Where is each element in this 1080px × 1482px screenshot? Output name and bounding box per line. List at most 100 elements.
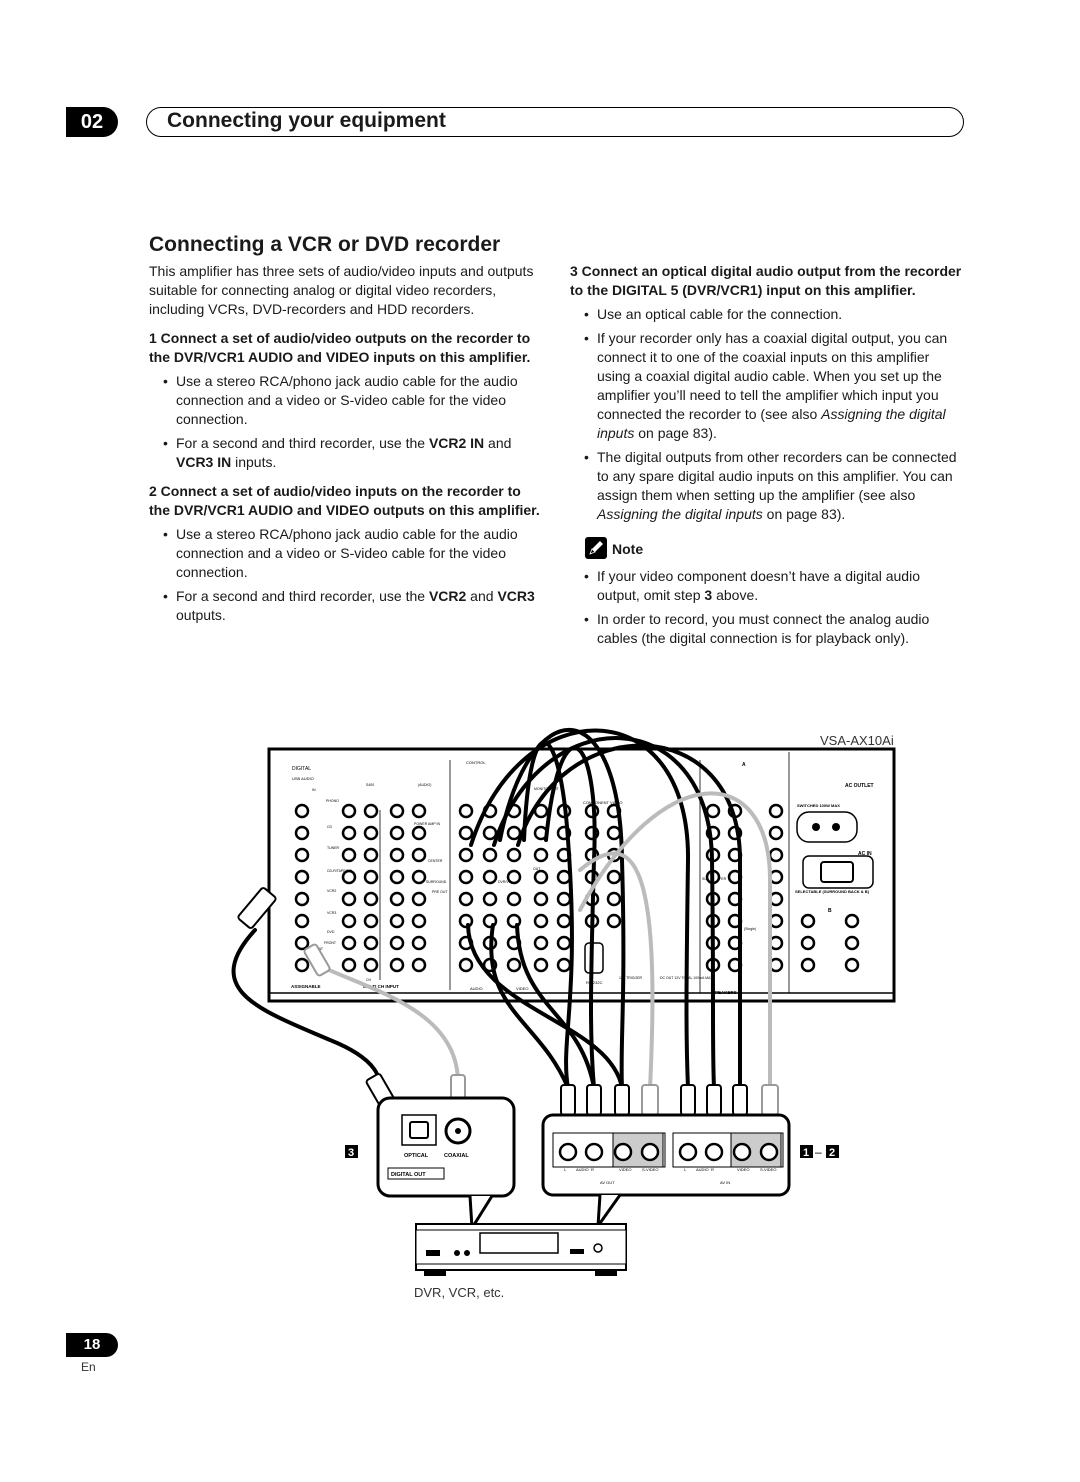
note-bullet-1: If your video component doesn’t have a d…: [570, 567, 962, 605]
panel-label-surround: SURROUND: [426, 880, 447, 884]
rca-jack: [458, 891, 474, 907]
rca-jack: [363, 913, 379, 929]
device-label: DVR, VCR, etc.: [414, 1285, 505, 1300]
rca-jack: [556, 869, 572, 885]
panel-label-s400: S400: [366, 783, 374, 787]
rca-jack: [389, 913, 405, 929]
rca-jack: [506, 957, 522, 973]
rca-jack: [341, 869, 357, 885]
rca-jack: [363, 803, 379, 819]
rca-jack: [768, 913, 784, 929]
rca-jack: [294, 847, 310, 863]
step-3-bullet-1: Use an optical cable for the connection.: [570, 305, 962, 324]
panel-label-poweramp: POWER AMP IN: [414, 822, 440, 826]
rca-jack: [506, 935, 522, 951]
av-io-box: L AUDIO R VIDEO S-VIDEO L AUDIO R VIDEO …: [541, 1113, 791, 1232]
rca-jack: [768, 935, 784, 951]
rca-jack: [389, 891, 405, 907]
rca-jack: [705, 803, 721, 819]
rca-jack: [411, 825, 427, 841]
rca-jack: [458, 825, 474, 841]
panel-label-cd: CD: [327, 825, 333, 829]
rca-jack: [341, 935, 357, 951]
rca-jack: [727, 803, 743, 819]
panel-label-control: CONTROL: [466, 760, 486, 765]
rca-jack: [294, 957, 310, 973]
rca-jack: [294, 913, 310, 929]
panel-label-in: IN: [312, 788, 316, 792]
panel-label-single: (Single): [744, 927, 756, 931]
rca-jack: [363, 869, 379, 885]
panel-label-multich: MULTI CH INPUT: [363, 984, 399, 989]
rca-jack: [411, 803, 427, 819]
rca-jack: [458, 935, 474, 951]
panel-label-cdr: CD-R/TAPE/MD: [327, 869, 352, 873]
rca-jack: [705, 913, 721, 929]
rca-jack: [844, 913, 860, 929]
rca-jack: [727, 891, 743, 907]
av-label-svideo: S-VIDEO: [642, 1167, 658, 1172]
rca-jack: [294, 825, 310, 841]
rca-jack: [341, 803, 357, 819]
rca-jack: [389, 825, 405, 841]
rca-jack: [411, 847, 427, 863]
panel-label-preout: PRE OUT: [432, 890, 448, 894]
rca-jack: [727, 825, 743, 841]
rca-jack: [800, 913, 816, 929]
panel-label-vcr3: VCR3: [327, 911, 336, 915]
rca-jack: [727, 913, 743, 929]
language-code: En: [81, 1360, 96, 1374]
rca-jack: [606, 891, 622, 907]
rca-jack: [533, 825, 549, 841]
step-3-heading: 3 Connect an optical digital audio outpu…: [570, 263, 962, 298]
rca-jack: [458, 803, 474, 819]
rca-jack: [363, 957, 379, 973]
av-label-avout: AV OUT: [600, 1180, 615, 1185]
rca-jack: [800, 935, 816, 951]
av-label-video: VIDEO: [619, 1167, 631, 1172]
panel-label-dcout: DC OUT 12V TOTAL 100mA MAX: [660, 976, 713, 980]
av-label-svideo-in: S-VIDEO: [760, 1167, 776, 1172]
rca-jack: [768, 869, 784, 885]
step-2-bullet-2: For a second and third recorder, use the…: [149, 587, 544, 625]
rca-jack: [727, 869, 743, 885]
rca-jack: [482, 913, 498, 929]
label-optical: OPTICAL: [404, 1153, 429, 1159]
rca-jack: [341, 913, 357, 929]
rca-jack: [389, 869, 405, 885]
rca-jack: [768, 847, 784, 863]
rca-jack: [533, 869, 549, 885]
rca-jack: [727, 957, 743, 973]
rca-jack: [506, 847, 522, 863]
rca-jack: [294, 891, 310, 907]
panel-label-out: OUT: [533, 867, 541, 871]
rca-jack: [800, 957, 816, 973]
note-heading: Note: [570, 537, 962, 562]
av-label-audio-in: AUDIO: [696, 1167, 709, 1172]
rca-jack: [606, 847, 622, 863]
panel-label-tuner: TUNER: [327, 846, 340, 850]
rca-jack: [768, 957, 784, 973]
rca-jack: [533, 913, 549, 929]
panel-label-ch: CH: [366, 978, 372, 982]
page-number: 18: [66, 1333, 118, 1357]
rca-jack: [482, 957, 498, 973]
panel-label-monitor: MONITOR OUT: [534, 787, 560, 791]
panel-label-phono: PHONO: [326, 799, 339, 803]
panel-label-usb: USB AUDIO: [292, 776, 314, 781]
rca-jack: [727, 935, 743, 951]
rca-jack: [533, 847, 549, 863]
rca-jack: [363, 847, 379, 863]
step-1-heading: 1 Connect a set of audio/video outputs o…: [149, 330, 531, 365]
rca-jack: [705, 825, 721, 841]
receiver-rear-panel: DIGITAL USB AUDIO CONTROL AC OUTLET SWIT…: [267, 747, 896, 1003]
panel-label-component: COMPONENT VIDEO: [583, 800, 623, 805]
rca-jack: [584, 913, 600, 929]
panel-label-audio: AUDIO: [470, 986, 483, 991]
rca-jack: [768, 891, 784, 907]
panel-label-digital: DIGITAL: [292, 766, 311, 772]
note-bullet-2: In order to record, you must connect the…: [570, 610, 962, 648]
panel-label-sub: SUB-WOOFER: [702, 877, 727, 881]
av-label-video-in: VIDEO: [737, 1167, 749, 1172]
note-title: Note: [612, 541, 644, 557]
